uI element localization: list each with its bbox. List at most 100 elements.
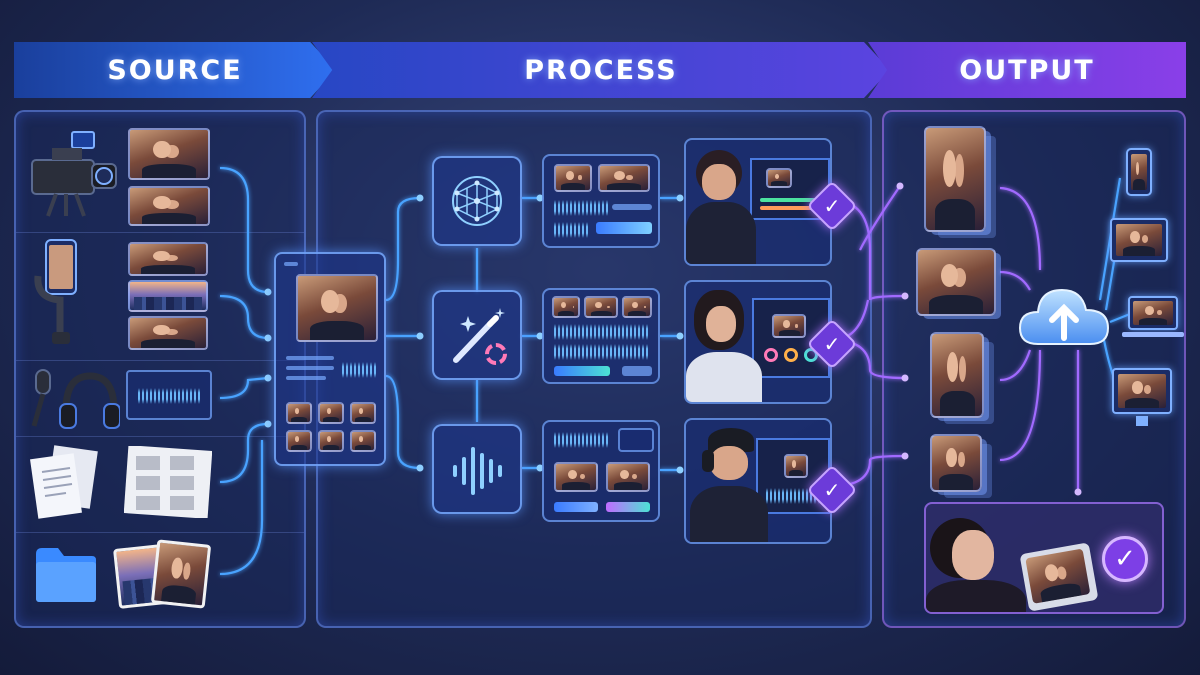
device-screen <box>1118 374 1166 408</box>
effects-thumbnail <box>622 296 652 318</box>
audio-output-chip <box>618 428 654 452</box>
audio-processing-node <box>432 424 522 514</box>
device-screen <box>1116 224 1162 256</box>
output-connector <box>999 270 1031 291</box>
source-video-thumbnail <box>128 186 210 226</box>
effects-waveform <box>554 344 650 360</box>
magic-wand-icon <box>453 308 507 365</box>
device-connector <box>1109 312 1131 324</box>
cloud-upload-icon <box>1018 288 1110 345</box>
audio-waveform <box>138 388 202 404</box>
cinema-camera-icon <box>31 131 117 217</box>
connector-node <box>536 332 544 340</box>
hub-waveform <box>342 362 376 378</box>
editor-workstation <box>684 418 832 544</box>
audio-waveform-icon <box>453 447 502 495</box>
output-video-card <box>916 248 996 316</box>
connector-node <box>901 292 909 300</box>
laptop-icon <box>1128 296 1178 330</box>
editing-hub-panel <box>274 252 386 466</box>
connector-node <box>896 182 904 190</box>
connector-node <box>264 334 272 342</box>
source-video-thumbnail <box>128 128 210 180</box>
connector-node <box>264 374 272 382</box>
hub-grid-thumbnail <box>350 402 376 424</box>
source-row-divider <box>16 436 304 437</box>
output-connector <box>999 349 1042 462</box>
viewer-tablet <box>1019 542 1099 612</box>
output-stage-banner: OUTPUT <box>868 42 1186 98</box>
monitor-stand <box>1136 416 1148 426</box>
source-row-divider <box>16 360 304 361</box>
hub-grid-thumbnail <box>318 402 344 424</box>
analysis-waveform <box>554 222 590 238</box>
output-video-card <box>930 332 984 418</box>
hub-preview-thumbnail <box>296 274 378 342</box>
viewer-person <box>926 580 1026 612</box>
analysis-thumbnail <box>598 164 650 192</box>
microphone-headphones-icon <box>31 369 120 429</box>
device-screen <box>1131 154 1147 190</box>
monitor-timeline <box>760 206 822 210</box>
monitor-timeline <box>760 198 822 202</box>
editor-person <box>686 352 762 402</box>
monitor-thumbnail <box>772 314 806 338</box>
analysis-thumbnail <box>554 164 592 192</box>
connector-node <box>676 194 684 202</box>
audio-output-waveform <box>554 432 610 448</box>
source-photo-print <box>150 539 212 609</box>
connector-node <box>676 332 684 340</box>
effects-waveform <box>554 324 650 340</box>
effects-color-bar <box>622 366 652 376</box>
viewer-person <box>952 530 994 580</box>
output-stage-label: OUTPUT <box>959 54 1095 86</box>
source-video-thumbnail <box>128 316 208 350</box>
output-video-card <box>924 126 986 232</box>
ai-analysis-node <box>432 156 522 246</box>
audio-output-bar <box>606 502 650 512</box>
output-connector <box>859 185 901 251</box>
audio-output-panel <box>542 420 660 522</box>
analysis-progress-bar <box>596 222 652 234</box>
editor-person <box>710 446 748 480</box>
headphones-icon <box>702 450 714 472</box>
storyboard-sheet-icon <box>124 446 212 518</box>
source-video-thumbnail <box>128 242 208 276</box>
source-connector <box>219 422 269 484</box>
monitor-waveform <box>766 488 822 504</box>
hub-toolbar-bar <box>284 262 298 266</box>
viewer-tablet-screen <box>1025 548 1091 604</box>
source-stage-banner: SOURCE <box>14 42 336 98</box>
effects-node <box>432 290 522 380</box>
editor-person <box>706 306 736 342</box>
process-connector <box>385 196 421 302</box>
source-row-divider <box>16 232 304 233</box>
effects-thumbnail <box>552 296 580 318</box>
process-stage-banner: PROCESS <box>312 42 890 98</box>
effects-output-panel <box>542 288 660 384</box>
color-wheel-icon <box>784 348 798 362</box>
connector-node <box>676 466 684 474</box>
connector-node <box>901 374 909 382</box>
monitor-thumbnail <box>784 454 808 478</box>
audio-output-thumbnail <box>554 462 598 492</box>
audio-output-bar <box>554 502 598 512</box>
source-connector <box>219 294 269 340</box>
connector-node <box>536 464 544 472</box>
effects-thumbnail <box>584 296 618 318</box>
process-connector <box>385 374 421 470</box>
connector-node <box>416 464 424 472</box>
hub-timeline-bar <box>286 366 334 370</box>
laptop-base <box>1122 332 1184 337</box>
editor-person <box>690 486 768 542</box>
check-circle-icon: ✓ <box>1102 536 1148 582</box>
monitor-thumbnail <box>766 168 792 188</box>
editor-person <box>702 164 736 200</box>
hub-grid-thumbnail <box>318 430 344 452</box>
source-connector <box>219 376 269 400</box>
editor-workstation <box>684 280 832 404</box>
smartphone-gimbal-icon <box>34 239 77 344</box>
analysis-output-panel <box>542 154 660 248</box>
connector-node <box>264 288 272 296</box>
source-city-thumbnail <box>128 280 208 312</box>
